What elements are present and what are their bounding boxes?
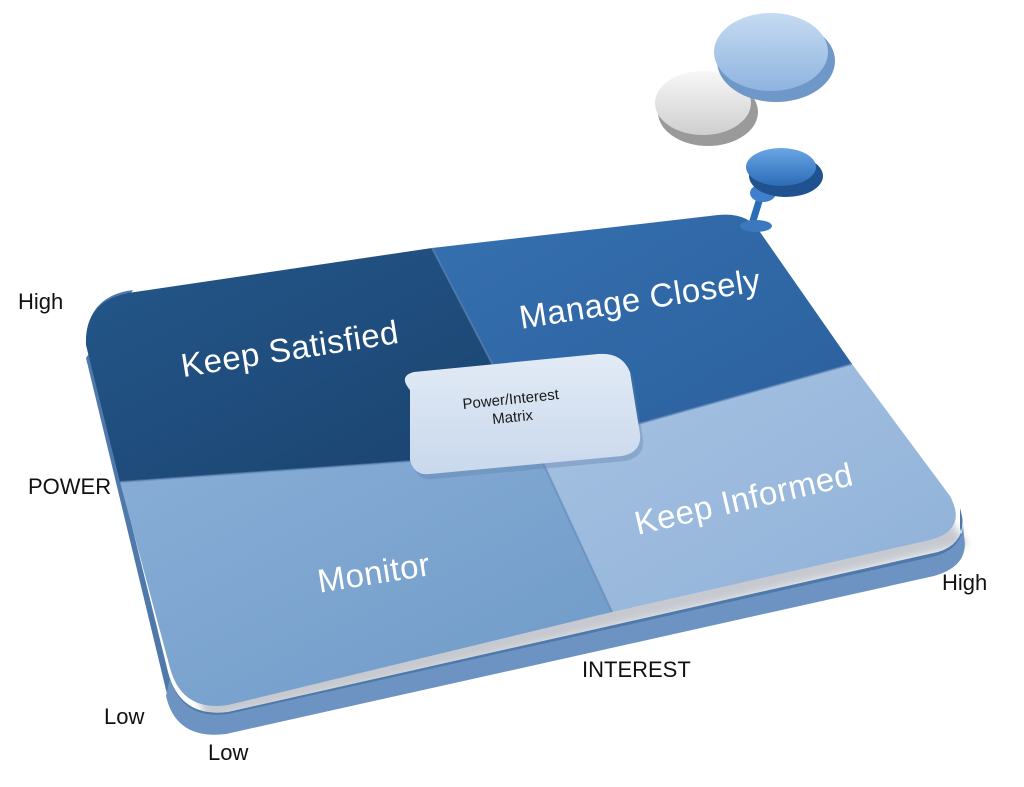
interest-axis-low-label: Low [208,740,249,765]
center-label-line2: Matrix [491,407,534,428]
power-axis-low-label: Low [104,704,145,729]
interest-axis-high-label: High [942,570,988,595]
quadrant-monitor [120,452,612,706]
center-box [404,353,641,475]
pin-stem [748,194,764,228]
bubble-small [746,148,816,186]
bubble-medium [655,71,751,135]
pin-base [740,220,772,232]
power-axis-title: POWER [28,474,112,499]
power-axis-high-label: High [18,289,64,314]
board-edge [166,514,965,735]
quadrant-keep-informed [538,364,956,612]
bubble-large [714,13,828,91]
interest-axis-title: INTEREST [582,657,691,682]
